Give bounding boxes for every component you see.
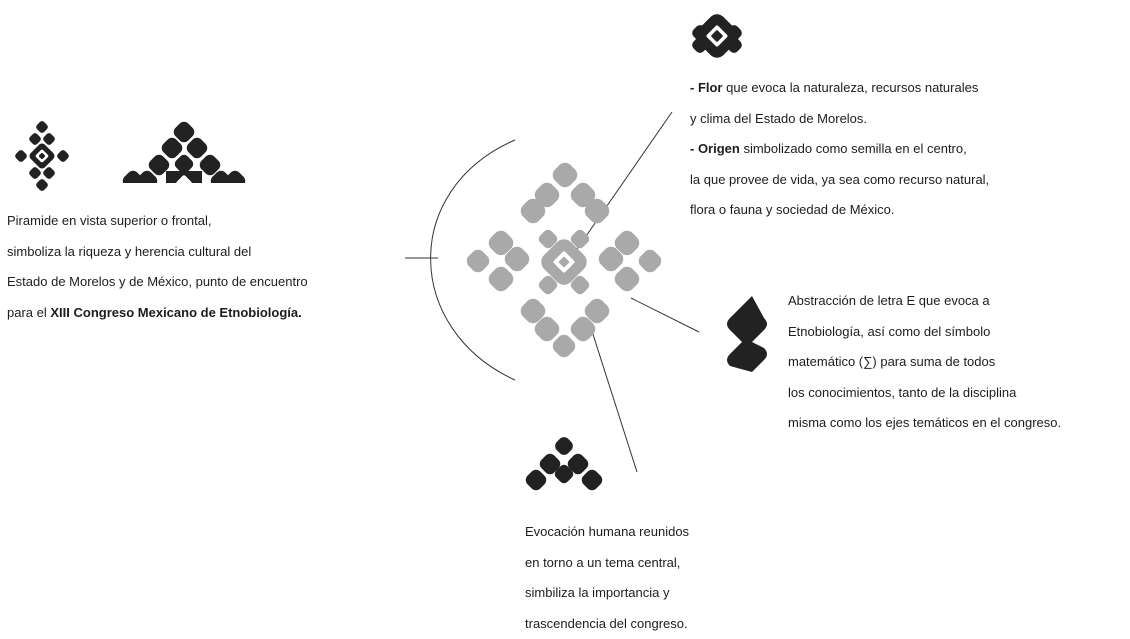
flower-line-3: - Origen simbolizado como semilla en el …	[690, 134, 989, 165]
flower-line-5: flora o fauna y sociedad de México.	[690, 202, 895, 217]
pyramid-line-3: Estado de Morelos y de México, punto de …	[7, 274, 308, 289]
central-emblem-icon	[466, 162, 662, 358]
connector-human	[589, 324, 638, 473]
letter-line-5: misma como los ejes temáticos en el cong…	[788, 415, 1062, 430]
pyramid-small-icon	[15, 121, 69, 191]
pyramid-line-4-prefix: para el	[7, 304, 51, 320]
connector-lines	[405, 111, 700, 473]
letter-line-3: matemático (∑) para suma de todos	[788, 354, 996, 369]
letter-e-icon	[727, 296, 767, 372]
human-line-3: simbiliza la importancia y	[525, 585, 670, 600]
flower-line-4: la que provee de vida, ya sea como recur…	[690, 171, 990, 187]
pyramid-line-4: para el XIII Congreso Mexicano de Etnobi…	[7, 298, 308, 329]
letter-description: Abstracción de letra E que evoca a Etnob…	[788, 286, 1061, 439]
pyramid-line-2: simboliza la riqueza y herencia cultural…	[7, 243, 252, 259]
congress-name: XIII Congreso Mexicano de Etnobiología.	[50, 304, 302, 320]
letter-line-4: los conocimientos, tanto de la disciplin…	[788, 384, 1017, 400]
connector-flower	[574, 111, 673, 253]
connector-letter	[630, 297, 700, 333]
human-line-4: trascendencia del congreso.	[525, 615, 688, 631]
flower-line-1: - Flor que evoca la naturaleza, recursos…	[690, 73, 989, 104]
bracket-arc	[430, 139, 516, 381]
human-description: Evocación humana reunidos en torno a un …	[525, 517, 689, 639]
flower-icon	[692, 14, 742, 58]
human-line-1: Evocación humana reunidos	[525, 524, 690, 539]
flower-term: - Flor	[690, 80, 723, 95]
letter-line-1: Abstracción de letra E que evoca a	[788, 293, 990, 308]
human-line-2: en torno a un tema central,	[525, 554, 681, 570]
flower-line-3-rest: simbolizado como semilla en el centro,	[739, 141, 967, 156]
pyramid-large-icon	[120, 121, 256, 193]
flower-description: - Flor que evoca la naturaleza, recursos…	[690, 73, 989, 226]
pyramid-line-1: Piramide en vista superior o frontal,	[7, 213, 212, 228]
pyramid-description: Piramide en vista superior o frontal, si…	[7, 206, 308, 328]
letter-line-2: Etnobiología, así como del símbolo	[788, 323, 991, 339]
flower-line-2: y clima del Estado de Morelos.	[690, 110, 868, 126]
origin-term: - Origen	[690, 141, 740, 156]
flower-line-1-rest: que evoca la naturaleza, recursos natura…	[722, 80, 979, 95]
human-icon	[525, 437, 603, 491]
